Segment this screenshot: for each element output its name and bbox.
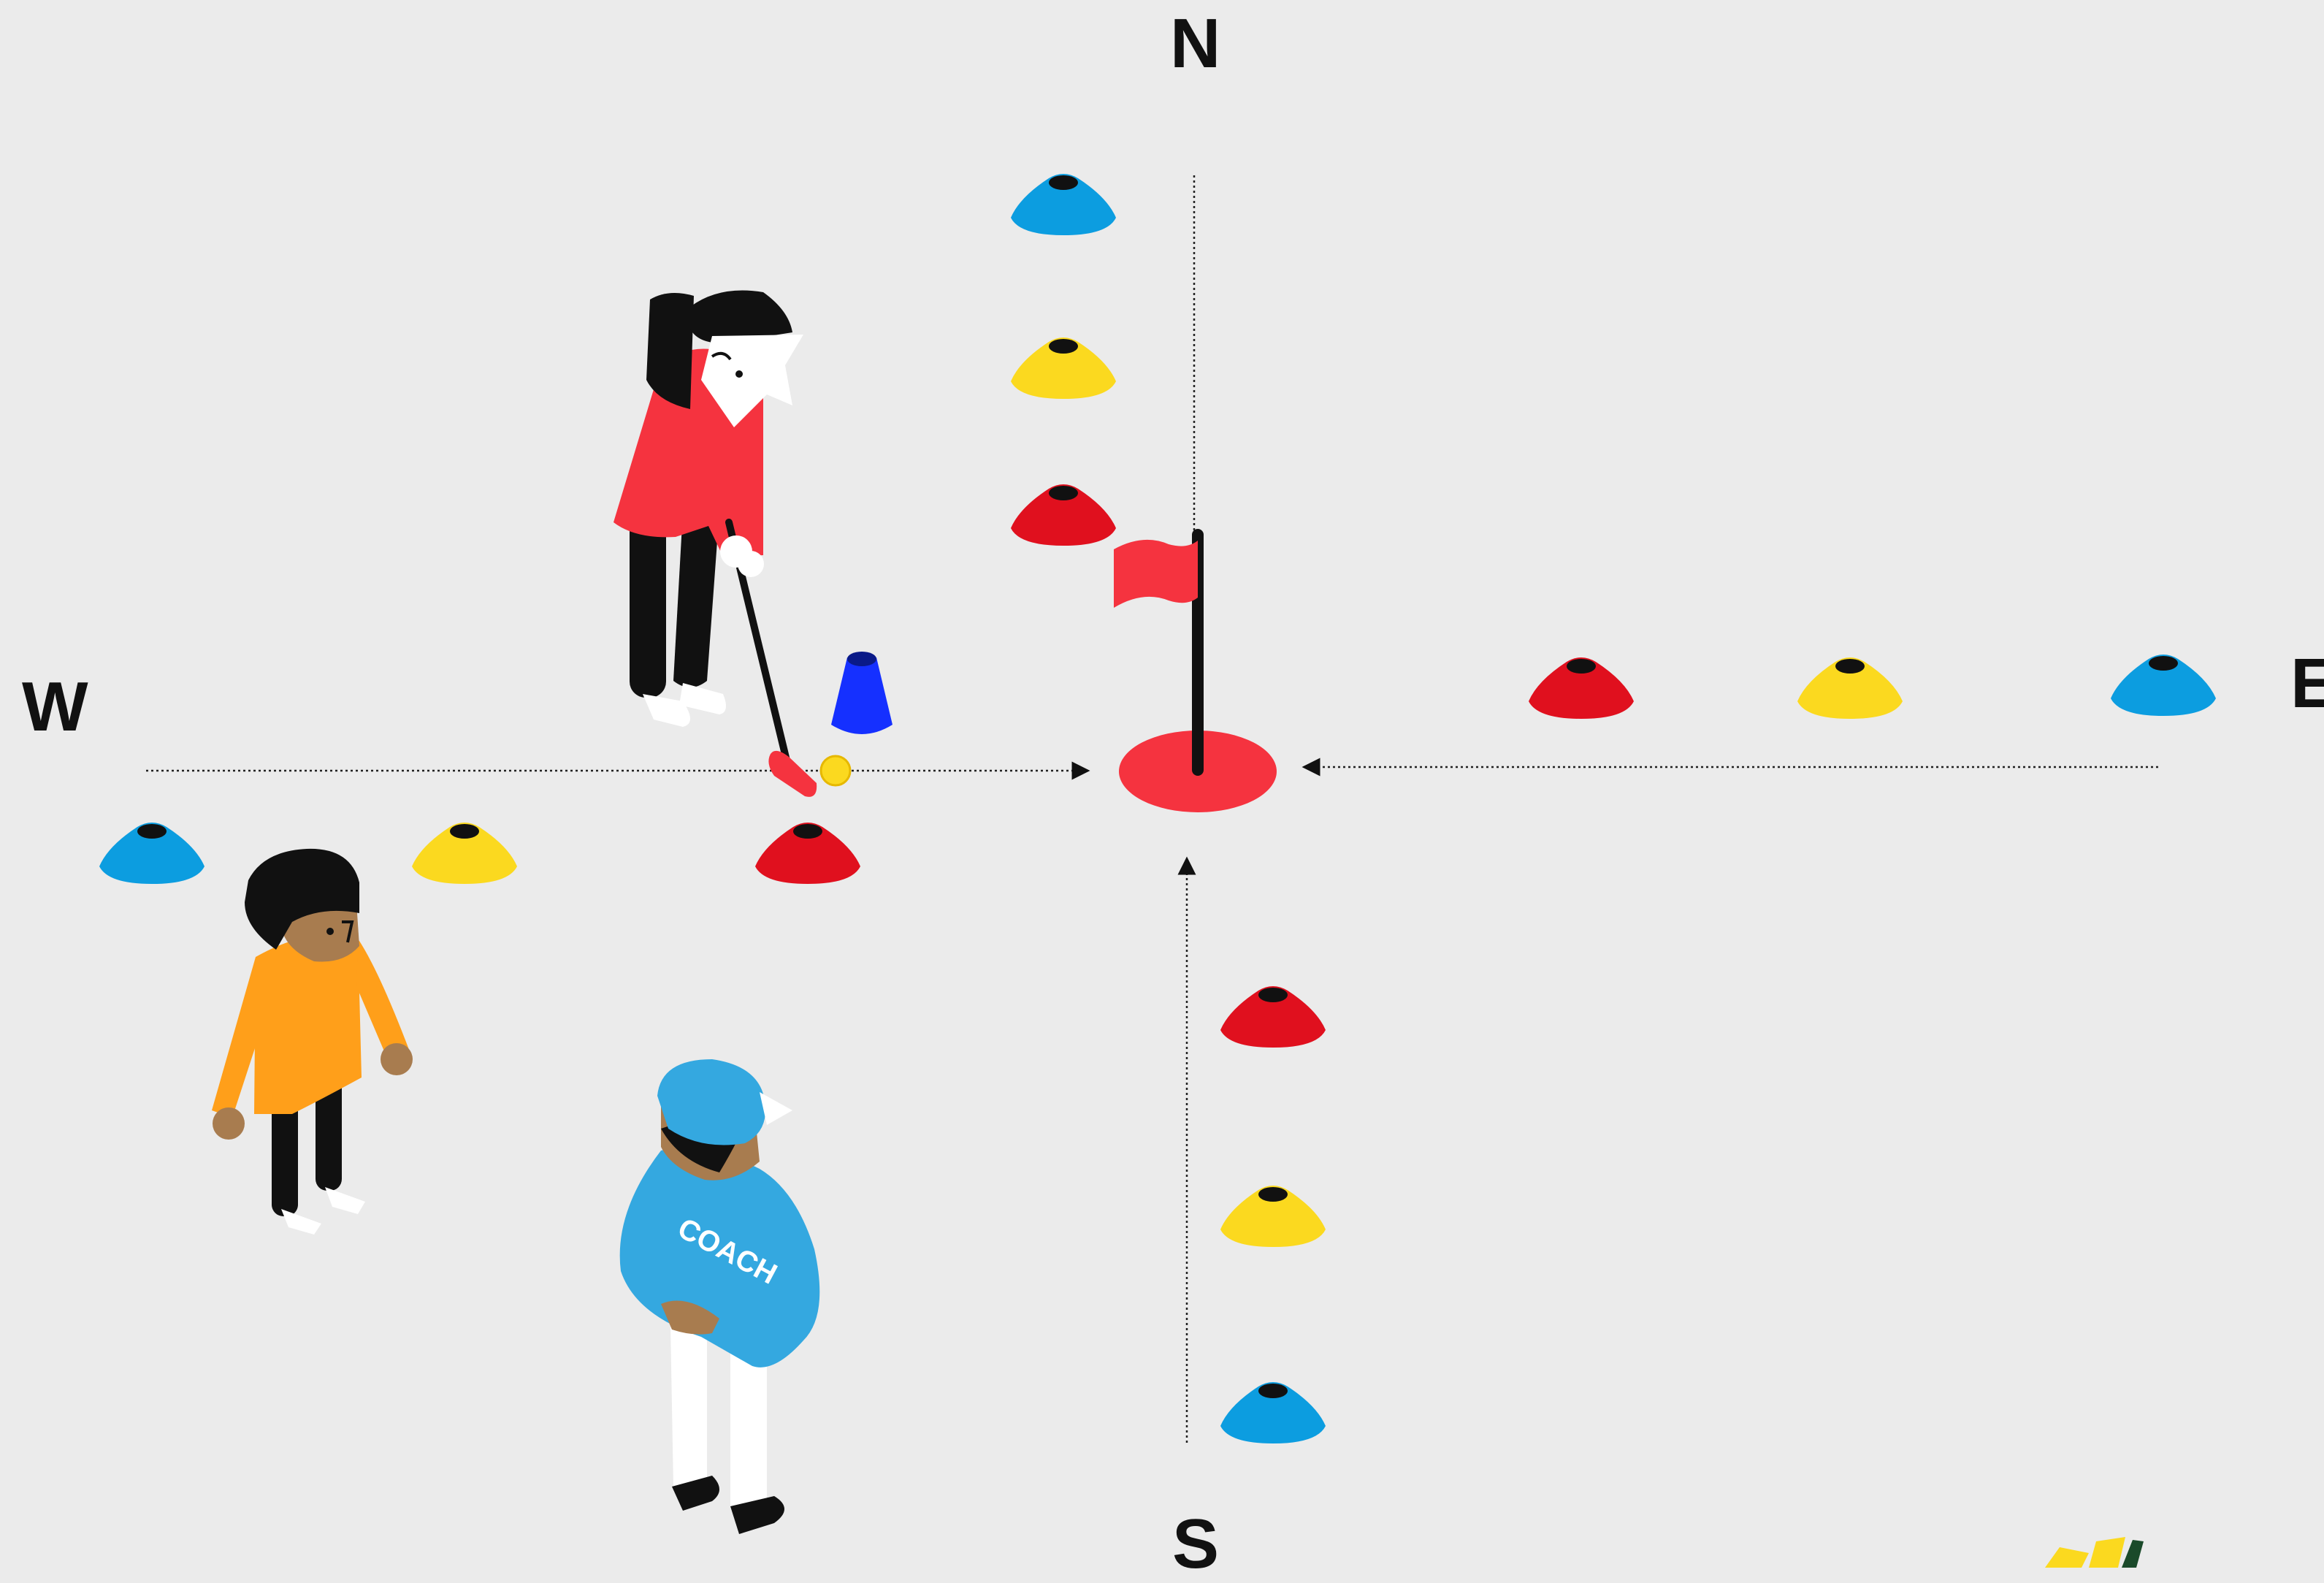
child-left-hand	[213, 1107, 245, 1140]
putter-head	[768, 751, 817, 797]
child-waiting	[212, 849, 413, 1235]
child-eye	[326, 928, 334, 935]
south-yellow-cone	[1220, 1186, 1326, 1247]
east-yellow-cone	[1797, 657, 1903, 719]
west-yellow-cone	[412, 823, 517, 884]
golfer-left-leg	[630, 511, 666, 698]
child-right-hand	[381, 1043, 413, 1075]
coach-left-leg	[670, 1326, 707, 1493]
north-yellow-cone	[1011, 337, 1116, 399]
golfer-right-leg	[673, 511, 719, 687]
hole-with-flag	[1114, 535, 1277, 812]
west-red-cone	[755, 823, 860, 884]
golfer-putting	[614, 291, 850, 797]
north-red-cone	[1011, 484, 1116, 546]
compass-east: E	[2290, 649, 2324, 719]
compass-south: S	[1172, 1509, 1219, 1579]
compass-north: N	[1170, 9, 1220, 79]
flag-icon	[1114, 540, 1198, 608]
west-blue-cone	[99, 823, 205, 884]
east-red-cone	[1529, 657, 1634, 719]
south-blue-cone	[1220, 1382, 1326, 1443]
north-blue-cone	[1011, 174, 1116, 235]
compass-west: W	[22, 672, 88, 742]
south-red-cone	[1220, 986, 1326, 1048]
golf-ball-icon	[821, 756, 850, 785]
child-shirt	[254, 934, 362, 1114]
coach-watching: COACH	[620, 1059, 820, 1534]
corner-logo	[2045, 1537, 2144, 1568]
east-blue-cone	[2111, 655, 2216, 716]
golfer-eye	[735, 370, 743, 378]
coach-cap-brim	[760, 1092, 792, 1125]
blue-marker-cone	[831, 652, 892, 734]
